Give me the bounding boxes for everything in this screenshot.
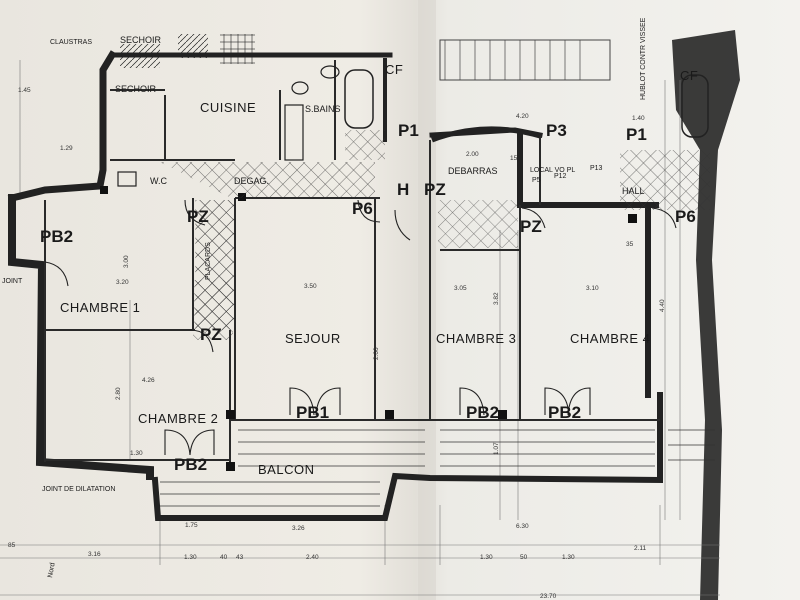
placard: [284, 104, 304, 161]
dim-2-11: 2.11: [634, 545, 647, 552]
door-pb2-ch4: PB2: [548, 403, 581, 422]
door-pb1: PB1: [296, 403, 329, 422]
hall-label: HALL: [622, 186, 645, 196]
sechoir-label: SECHOIR: [115, 84, 157, 94]
dim-2-00-b: 2.00: [466, 151, 479, 158]
dim-1-07: 1.07: [493, 442, 500, 455]
door-p12: P12: [554, 173, 567, 180]
door-swings: [44, 199, 677, 456]
dim-50: 50: [520, 554, 528, 561]
dim-1-75: 1.75: [185, 522, 198, 529]
kitchen-tiles: [220, 34, 255, 64]
outer-walls: [7, 50, 663, 521]
ink-blotch: [672, 30, 740, 600]
local-label: LOCAL VO PL: [530, 167, 575, 174]
dim-3-00: 3.00: [123, 255, 130, 268]
door-pz-ch1: PZ: [200, 325, 222, 344]
washbasin-icon: [320, 65, 340, 79]
dim-3-10: 3.10: [586, 285, 599, 292]
cf-left-label: CF: [385, 62, 403, 77]
dim-2-80: 2.80: [115, 387, 122, 400]
dim-35: 35: [626, 241, 634, 248]
door-p6-left: P6: [352, 199, 373, 218]
door-pz-hall: PZ: [424, 180, 446, 199]
dim-40: 40: [220, 554, 228, 561]
dim-4-20: 4.20: [516, 113, 529, 120]
dim-3-05: 3.05: [454, 285, 467, 292]
dimension-labels: 1.45 1.29 3.20 3.00 3.50 4.26 2.80 1.30 …: [8, 87, 666, 600]
door-p1-left: P1: [398, 121, 419, 140]
claustra-slats: [444, 40, 581, 80]
kitchen-counter: [178, 34, 208, 58]
dim-3-82: 3.82: [493, 292, 500, 305]
placard-note: PLACARDS: [205, 242, 212, 280]
dim-1-30-d: 1.30: [562, 554, 575, 561]
toilet-icon: [117, 171, 137, 187]
chambre4-label: CHAMBRE 4: [570, 331, 650, 346]
dim-1-40: 1.40: [632, 115, 645, 122]
cf-right-label: CF: [680, 68, 698, 83]
door-pz-degag: PZ: [187, 207, 209, 226]
dim-6-30: 6.30: [516, 523, 529, 530]
sbains-label: S.BAINS: [305, 104, 341, 114]
dim-3-16: 3.16: [88, 551, 101, 558]
dim-3-20: 3.20: [116, 279, 129, 286]
dim-4-40: 4.40: [659, 299, 666, 312]
door-pb2-ch1: PB2: [40, 227, 73, 246]
corridor-hatching: [160, 130, 710, 340]
bathtub-right: [681, 74, 709, 138]
dim-23-70: 23.70: [540, 593, 557, 600]
page-fold: [418, 0, 436, 600]
dim-4-26: 4.26: [142, 377, 155, 384]
dim-1-30-c: 1.30: [480, 554, 493, 561]
debarras-curve: [431, 126, 541, 143]
dim-85: 85: [8, 542, 16, 549]
columns: [100, 186, 637, 471]
sejour-label: SEJOUR: [285, 331, 341, 346]
dim-1-30-b: 1.30: [184, 554, 197, 561]
debarras-label: DEBARRAS: [448, 166, 498, 176]
hublot-note: HUBLOT CONTR VISSEE: [640, 17, 647, 100]
dim-2-40: 2.40: [306, 554, 319, 561]
sechoir-hatch: [120, 44, 160, 68]
balcony-lines: [160, 429, 715, 507]
cuisine-label: CUISINE: [200, 100, 256, 115]
dim-1-30-a: 1.30: [130, 450, 143, 457]
door-p6-right: P6: [675, 207, 696, 226]
handwritten-note: Nord: [47, 562, 57, 578]
door-p1-right: P1: [626, 125, 647, 144]
claustras-note: CLAUSTRAS: [50, 39, 92, 46]
door-pb2-ch3: PB2: [466, 403, 499, 422]
chambre1-label: CHAMBRE 1: [60, 300, 140, 315]
sink-icon: [291, 81, 309, 95]
claustra-top-right: [439, 39, 611, 81]
door-h: H: [397, 180, 409, 199]
dim-3-50: 3.50: [304, 283, 317, 290]
dim-15: 15: [510, 155, 518, 162]
sechoir-top-label: SECHOIR: [120, 35, 162, 45]
door-p13: P13: [590, 165, 603, 172]
door-p3: P3: [546, 121, 567, 140]
degag-label: DEGAG.: [234, 176, 269, 186]
bathtub-left: [344, 69, 374, 129]
door-pz-debarras: PZ: [520, 217, 542, 236]
door-p5: P5: [532, 177, 541, 184]
joint-dilatation-note: JOINT DE DILATATION: [42, 486, 115, 493]
dim-3-26: 3.26: [292, 525, 305, 532]
dim-1-45: 1.45: [18, 87, 31, 94]
joint-note: JOINT: [2, 278, 23, 285]
dim-1-29: 1.29: [60, 145, 73, 152]
dim-43: 43: [236, 554, 244, 561]
chambre3-label: CHAMBRE 3: [436, 331, 516, 346]
wc-label: W.C: [150, 176, 167, 186]
door-pb2-ch2: PB2: [174, 455, 207, 474]
balcon-label: BALCON: [258, 462, 314, 477]
chambre2-label: CHAMBRE 2: [138, 411, 218, 426]
dim-2-00-a: 2.00: [373, 347, 380, 360]
